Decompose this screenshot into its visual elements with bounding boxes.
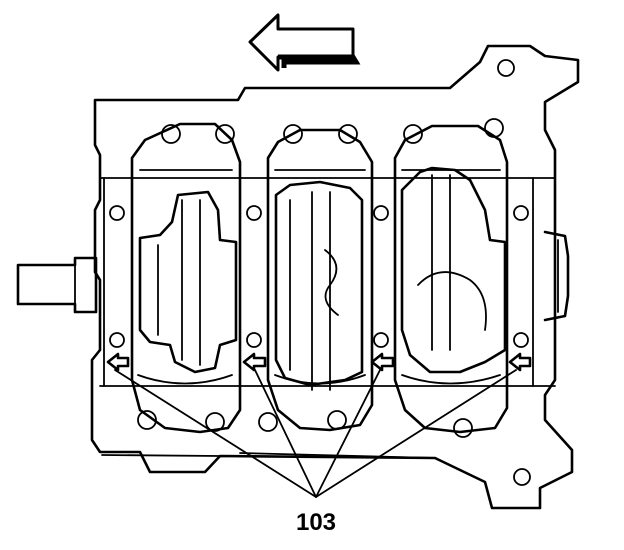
bolt-holes	[109, 59, 531, 486]
marker-arrow-icon-1	[106, 352, 130, 372]
marker-arrow-icon-4	[508, 352, 532, 372]
crankshaft	[138, 166, 507, 391]
marker-arrow-icon-3	[370, 352, 395, 372]
direction-arrow-icon	[248, 13, 361, 72]
bearing-cap-1	[130, 122, 242, 434]
main-bearing-frame	[99, 177, 556, 387]
marker-arrow-icon-2	[242, 352, 267, 372]
rear-crank-flange	[543, 230, 570, 322]
callout-label: 103	[296, 509, 336, 536]
crankshaft-snout	[16, 256, 98, 314]
callout-leader-lines	[114, 369, 517, 498]
bearing-cap-2	[266, 128, 374, 432]
